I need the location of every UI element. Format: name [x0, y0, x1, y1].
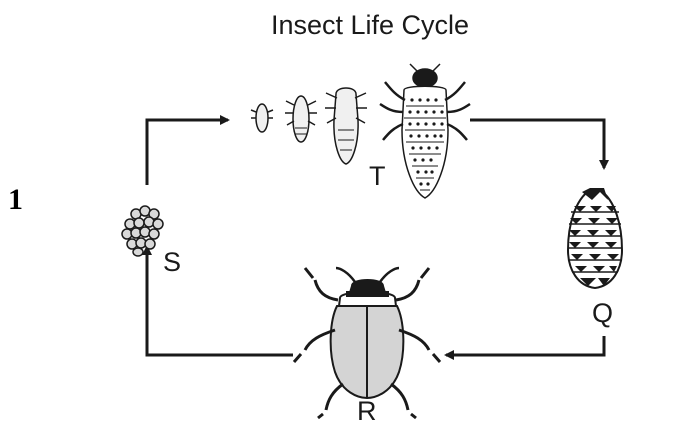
- arrow-q-to-r: [446, 336, 604, 355]
- larva-small-icon: [251, 104, 273, 132]
- stage-label-r: R: [357, 396, 377, 425]
- eggs-icon: [122, 206, 163, 256]
- pupa-icon: [568, 188, 622, 288]
- larva-large-icon: [325, 88, 367, 164]
- larva-mature-icon: [380, 64, 470, 198]
- arrow-t-to-q: [470, 120, 604, 168]
- stage-label-s: S: [163, 247, 181, 277]
- larva-medium-icon: [285, 96, 317, 142]
- arrow-s-to-t: [147, 120, 228, 185]
- stage-label-t: T: [369, 161, 386, 191]
- stage-label-q: Q: [592, 298, 613, 328]
